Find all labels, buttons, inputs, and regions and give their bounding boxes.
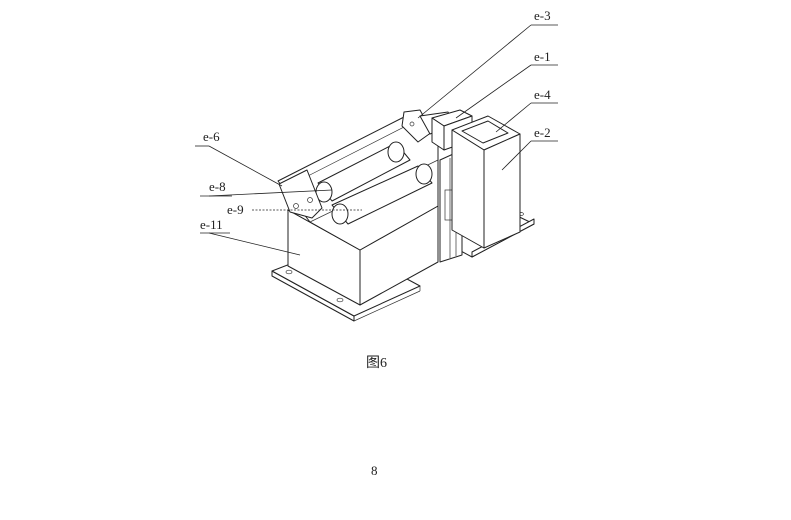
label-e9: e-9	[227, 202, 244, 217]
page-number: 8	[371, 463, 378, 478]
label-e4: e-4	[534, 87, 551, 102]
upper-roller	[315, 141, 411, 203]
label-e8: e-8	[209, 179, 226, 194]
end-bracket	[278, 169, 323, 219]
leader-e11	[208, 232, 301, 256]
leader-e2	[501, 140, 532, 171]
lower-roller	[331, 163, 433, 225]
label-e6: e-6	[203, 129, 220, 144]
leader-e1	[455, 64, 532, 119]
leader-e3	[417, 24, 532, 119]
leader-e8	[208, 189, 333, 197]
leader-e4	[495, 102, 532, 133]
label-e11: e-11	[200, 217, 223, 232]
label-e1: e-1	[534, 49, 551, 64]
leader-e6	[208, 145, 283, 187]
label-e3: e-3	[534, 8, 551, 23]
right-column	[451, 115, 521, 249]
label-e2: e-2	[534, 125, 551, 140]
leader-lines	[195, 24, 558, 256]
figure-caption: 图6	[366, 356, 387, 371]
